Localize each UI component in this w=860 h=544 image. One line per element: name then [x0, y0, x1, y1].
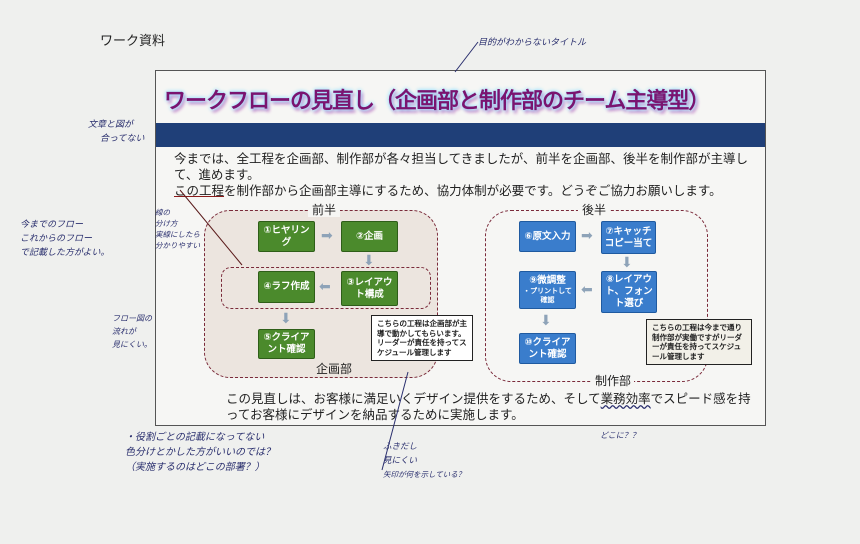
step-4: ④ラフ作成 — [258, 271, 315, 303]
arrow-down-icon: ⬇ — [363, 253, 375, 269]
inner-dashed-box — [221, 267, 431, 309]
step-8: ⑧レイアウト、フォント選び — [601, 271, 657, 313]
note-line: 実線にしたら — [155, 230, 200, 239]
note-where: どこに？？ — [600, 431, 640, 440]
note-line: 文章と図が — [88, 120, 134, 130]
arrow-down-icon: ⬇ — [280, 311, 292, 327]
note-callout: ふきだし見にくい矢印が何を示している？ — [383, 440, 465, 482]
step-5: ⑤クライアント確認 — [258, 329, 315, 359]
arrow-right-icon: ➡ — [321, 228, 333, 244]
note-flow: 今までのフローこれからのフローで記載した方がよい。 — [20, 218, 110, 260]
closing-text: この見直しは、お客様に満足いくデザイン提供をするため、そして業務効率でスピード感… — [226, 391, 761, 423]
arrow-right-icon: ➡ — [581, 228, 593, 244]
note-line: ・役割ごとの記載になってない — [125, 432, 265, 443]
note-line: 流れが — [112, 327, 136, 336]
note-line: 線の — [155, 208, 170, 217]
second-half-department: 制作部 — [592, 374, 635, 388]
note-line: 見にくい。 — [112, 340, 152, 349]
note-line: で記載した方がよい。 — [20, 248, 110, 258]
note-line: 分け方 — [155, 219, 178, 228]
step-7: ⑦キャッチコピー当て — [601, 221, 656, 254]
arrow-left-icon: ⬅ — [319, 279, 331, 295]
step-2: ②企画 — [341, 221, 398, 252]
note-line: （実施するのはどこの部署？） — [125, 462, 265, 473]
note-line: 今までのフロー — [20, 220, 84, 230]
note-line: 分かりやすい — [155, 241, 200, 250]
page-header: ワーク資料 — [100, 34, 166, 49]
arrow-down-icon: ⬇ — [621, 255, 633, 271]
note-line: 見にくい — [383, 456, 417, 466]
first-half-callout: こちらの工程は企画部が主導で動かしてもらいます。リーダーが責任を持ってスケジュー… — [371, 315, 473, 361]
note-text-vs-figure: 文章と図が合ってない — [88, 118, 145, 146]
note-flow-readability: フロー図の流れが見にくい。 — [112, 312, 152, 351]
step-9-sub: ・プリントして確認 — [523, 287, 572, 304]
arrow-down-icon: ⬇ — [540, 313, 552, 329]
title-bar — [156, 123, 765, 147]
closing-part-2: でスピード感を持ってお客様にデザインを納品するために実施します。 — [226, 391, 751, 422]
note-roles: ・役割ごとの記載になってない色分けとかした方がいいのでは？ （実施するのはどこの部… — [125, 430, 275, 475]
second-half-label: 後半 — [578, 203, 611, 217]
arrow-left-icon: ⬅ — [581, 282, 593, 298]
closing-underlined: 業務効率 — [600, 391, 651, 406]
note-line-style: 線の分け方実線にしたら分かりやすい — [155, 207, 200, 251]
note-line: これからのフロー — [20, 234, 93, 244]
step-6: ⑥原文入力 — [519, 221, 576, 252]
note-line: 矢印が何を示している？ — [383, 470, 466, 479]
note-line: 色分けとかした方がいいのでは？ — [125, 447, 275, 458]
second-half-callout: こちらの工程は今まで通り制作部が実働ですがリーダーが責任を持ってスケジュール管理… — [646, 319, 752, 365]
step-9: ⑨微調整 ・プリントして確認 — [519, 271, 576, 309]
intro-underlined: この工程 — [174, 183, 225, 198]
intro-line-2: を制作部から企画部主導にするため、協力体制が必要です。どうぞご協力お願いします。 — [224, 183, 722, 198]
note-title: 目的がわからないタイトル — [478, 38, 587, 48]
step-3: ③レイアウト構成 — [341, 271, 398, 306]
intro-line-1: 今までは、全工程を企画部、制作部が各々担当してきましたが、前半を企画部、後半を制… — [174, 151, 749, 182]
first-half-label: 前半 — [308, 203, 341, 217]
document-title: ワークフローの見直し（企画部と制作部のチーム主導型） — [164, 89, 710, 114]
note-line: 合ってない — [100, 134, 145, 144]
step-1: ①ヒヤリング — [258, 221, 315, 252]
step-10: ⑩クライアント確認 — [519, 333, 576, 364]
first-half-department: 企画部 — [316, 362, 353, 376]
note-line: ふきだし — [383, 442, 418, 452]
closing-part-1: この見直しは、お客様に満足いくデザイン提供をするため、そして — [226, 391, 601, 406]
note-line: フロー図の — [112, 314, 152, 323]
step-9-label: ⑨微調整 — [529, 275, 566, 286]
document-sheet: ワークフローの見直し（企画部と制作部のチーム主導型） 今までは、全工程を企画部、… — [155, 70, 766, 426]
intro-text: 今までは、全工程を企画部、制作部が各々担当してきましたが、前半を企画部、後半を制… — [174, 151, 759, 199]
